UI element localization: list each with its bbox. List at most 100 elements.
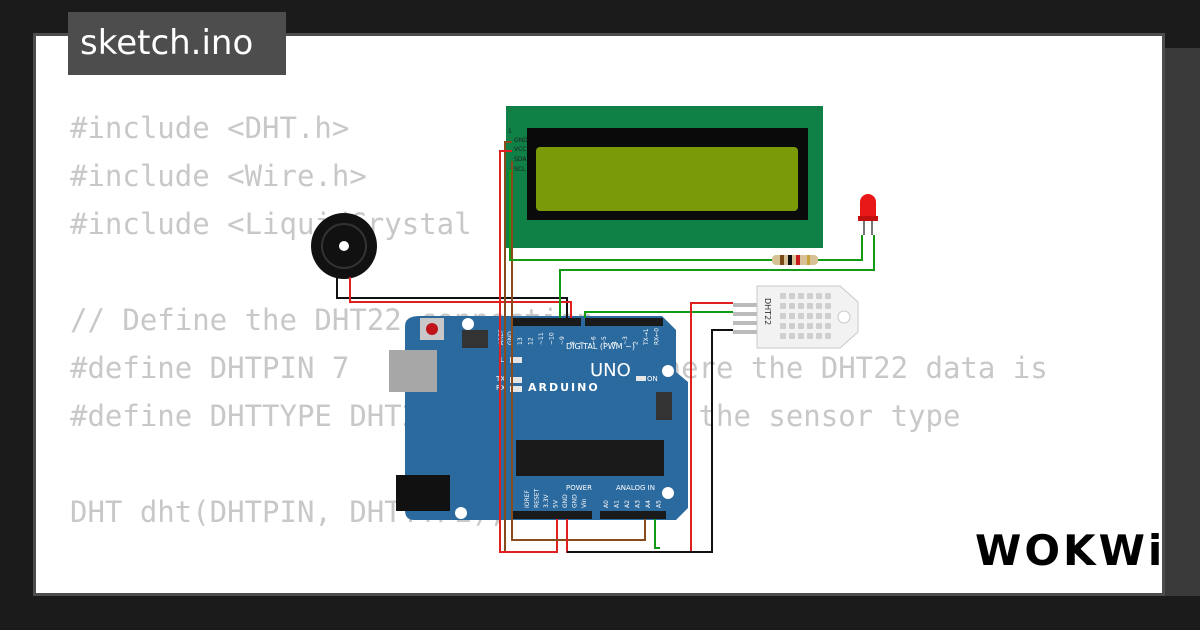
power-label: POWER — [566, 484, 592, 492]
dht22-sensor[interactable]: DHT22 — [733, 285, 859, 349]
sensor-grille-slot — [807, 313, 813, 319]
led-on — [636, 376, 646, 381]
buzzer[interactable] — [311, 213, 377, 279]
code-line: #include <DHT.h> — [70, 111, 350, 145]
analog-pin-label: A0 — [603, 500, 610, 508]
sensor-grille-slot — [780, 333, 786, 339]
sensor-pin — [733, 312, 759, 316]
sketch-filename-tab[interactable]: sketch.ino — [68, 12, 286, 75]
lcd-screen — [536, 147, 798, 211]
digital-label: DIGITAL (PWM ~) — [566, 342, 635, 351]
sensor-grille-slot — [816, 293, 822, 299]
digital-pin-label: 12 — [528, 337, 535, 345]
lcd-pin-label: SCL — [514, 166, 526, 173]
sensor-grille-slot — [798, 303, 804, 309]
reset-button-cap — [426, 323, 438, 335]
digital-pin-label: 13 — [517, 337, 524, 345]
sensor-grille-slot — [807, 333, 813, 339]
wire-lcd-sda — [511, 161, 646, 541]
sensor-grille-slot — [807, 293, 813, 299]
arduino-uno-board[interactable]: ARDUINO UNO ON DIGITAL (PWM ~) ANALOG IN… — [389, 316, 688, 520]
sensor-grille-slot — [825, 313, 831, 319]
led-rx — [510, 386, 522, 392]
power-pin-label: IOREF — [524, 490, 531, 508]
sensor-grille-slot — [798, 293, 804, 299]
analog-pin-label: A2 — [624, 500, 631, 508]
resistor-band — [796, 255, 800, 265]
l-label: L — [500, 356, 504, 364]
lcd-pin-one: 1 — [508, 128, 512, 135]
sensor-grille-slot — [789, 293, 795, 299]
wire-buzzer-signal — [349, 277, 572, 318]
wiring — [336, 141, 875, 553]
icsp-header — [462, 330, 488, 348]
power-jack — [396, 475, 450, 511]
sensor-grille-slot — [816, 313, 822, 319]
digital-pin-label: ~11 — [538, 332, 545, 345]
sensor-label: DHT22 — [763, 298, 772, 325]
wire-lcd-gnd — [504, 141, 512, 552]
power-pin-label: 3.3V — [543, 493, 550, 508]
arduino-logo-text: ARDUINO — [528, 381, 600, 394]
wire-lcd-scl — [654, 519, 660, 549]
microcontroller-chip — [516, 440, 664, 476]
sensor-grille-slot — [825, 323, 831, 329]
sensor-grille-slot — [789, 303, 795, 309]
sensor-grille-slot — [798, 323, 804, 329]
power-pin-label: 5V — [553, 499, 560, 508]
wire-buzzer-gnd — [336, 277, 568, 318]
power-pin-label: Vin — [581, 498, 588, 508]
sensor-pin — [733, 330, 759, 334]
usb-connector — [389, 350, 437, 392]
digital-pin-label: RX←0 — [654, 328, 661, 345]
led-tx — [510, 377, 522, 383]
red-led[interactable] — [858, 194, 878, 235]
lcd-pin-label: VCC — [514, 146, 526, 153]
lcd-pin-label: GND — [514, 137, 528, 144]
sensor-grille-slot — [780, 293, 786, 299]
mount-hole — [662, 487, 674, 499]
digital-pin-label: 4 — [612, 341, 619, 345]
sensor-grille-slot — [789, 313, 795, 319]
sensor-pin — [733, 321, 759, 325]
analog-header — [600, 511, 666, 519]
resistor-body — [772, 255, 818, 265]
wire-dht-data — [584, 311, 733, 318]
resistor-band — [807, 255, 810, 265]
sensor-grille-slot — [825, 293, 831, 299]
resistor[interactable] — [772, 255, 818, 265]
sensor-hole — [837, 310, 851, 324]
digital-pin-label: ~6 — [591, 336, 598, 345]
sensor-grille-slot — [798, 313, 804, 319]
code-line: #include <Wire.h> — [70, 159, 367, 193]
sensor-grille-slot — [816, 333, 822, 339]
digital-pin-label: 2 — [633, 341, 640, 345]
sensor-grille-slot — [798, 333, 804, 339]
sensor-grille-slot — [780, 313, 786, 319]
sensor-grille-slot — [816, 303, 822, 309]
analog-pin-label: A1 — [614, 500, 621, 508]
wire-led-resistor — [509, 170, 772, 261]
digital-pin-label: 8 — [570, 341, 577, 345]
buzzer-hole — [339, 241, 349, 251]
sensor-grille-slot — [825, 333, 831, 339]
sensor-grille-slot — [807, 303, 813, 309]
wokwi-logo: WOKWi — [975, 526, 1166, 575]
mount-hole — [662, 365, 674, 377]
digital-pin-label: 7 — [580, 341, 587, 345]
sensor-pin — [733, 303, 759, 307]
sensor-grille-slot — [816, 323, 822, 329]
buzzer-ring — [321, 223, 367, 269]
wire-led-cathode — [559, 235, 875, 318]
code-line: // Set up the LCD — [70, 584, 1138, 593]
power-pin-label: GND — [572, 494, 579, 508]
uno-model-text: UNO — [590, 360, 631, 381]
lcd-display[interactable]: 1 GND VCC SDA SCL — [506, 106, 823, 248]
analog-pin-label: A4 — [645, 500, 652, 508]
digital-pin-label: ~9 — [559, 336, 566, 345]
gnd-label: GND — [507, 331, 514, 345]
digital-header — [511, 318, 581, 326]
sensor-grille-slot — [789, 333, 795, 339]
icsp-header — [656, 392, 672, 420]
